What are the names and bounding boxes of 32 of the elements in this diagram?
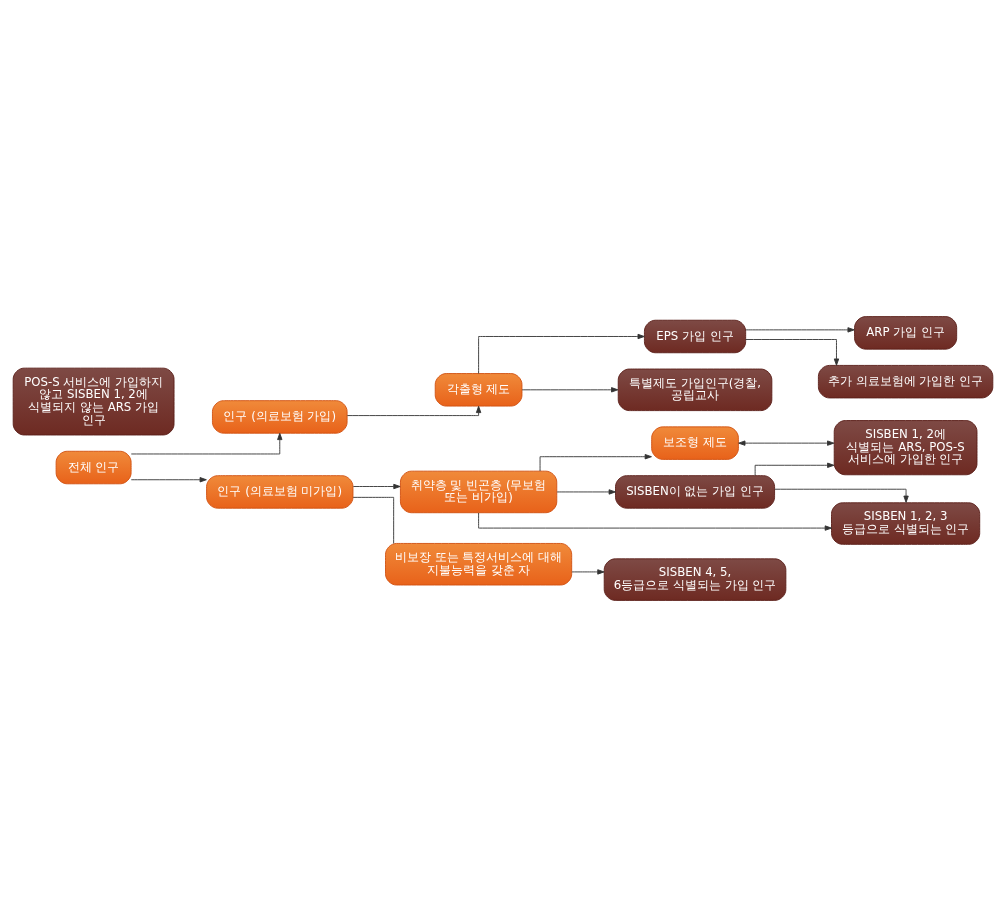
node-box: POS-S 서비스에 가입하지 않고 SISBEN 1, 2에 식별되지 않는 ARS 가입 인구 — [12, 367, 175, 435]
arrow — [478, 512, 832, 531]
arrow — [556, 488, 616, 495]
arrow — [130, 432, 283, 454]
node-box: SISBEN이 없는 가입 인구 — [615, 474, 776, 509]
node-box: 특별제도 가입인구(경찰, 공립교사 — [617, 368, 773, 411]
arrow — [745, 326, 855, 333]
arrow — [738, 439, 835, 446]
arrow — [521, 386, 619, 392]
node-box: 각출형 제도 — [434, 372, 523, 407]
arrow — [539, 453, 652, 471]
arrow — [774, 488, 909, 503]
arrow — [352, 483, 401, 489]
node-box: 비보장 또는 특정서비스에 대해 지불능력을 갖춘 자 — [385, 542, 573, 585]
node-box: 인구 (의료보험 가입) — [212, 399, 348, 434]
node-box: 취약층 및 빈곤층 (무보험 또는 비가입) — [400, 470, 558, 513]
arrow — [346, 405, 482, 416]
node-box: SISBEN 1, 2, 3 등급으로 식별되는 인구 — [831, 501, 981, 545]
node-box: 보조형 제도 — [651, 425, 739, 460]
arrow — [754, 462, 835, 476]
arrow — [130, 476, 207, 482]
node-box: SISBEN 4, 5, 6등급으로 식별되는 가입 인구 — [603, 557, 787, 601]
node-box: SISBEN 1, 2에 식별되는 ARS, POS-S 서비스에 가입한 인구 — [833, 419, 978, 475]
node-box: 추가 의료보험에 가입한 인구 — [817, 364, 994, 398]
arrow — [745, 338, 840, 366]
node-box: 인구 (의료보험 미가입) — [206, 474, 354, 509]
node-box: ARP 가입 인구 — [854, 315, 958, 350]
node-box: 전체 인구 — [55, 450, 132, 484]
connector — [352, 496, 395, 544]
node-box: EPS 가입 인구 — [643, 319, 747, 353]
arrow — [571, 568, 605, 575]
arrow — [478, 333, 645, 374]
